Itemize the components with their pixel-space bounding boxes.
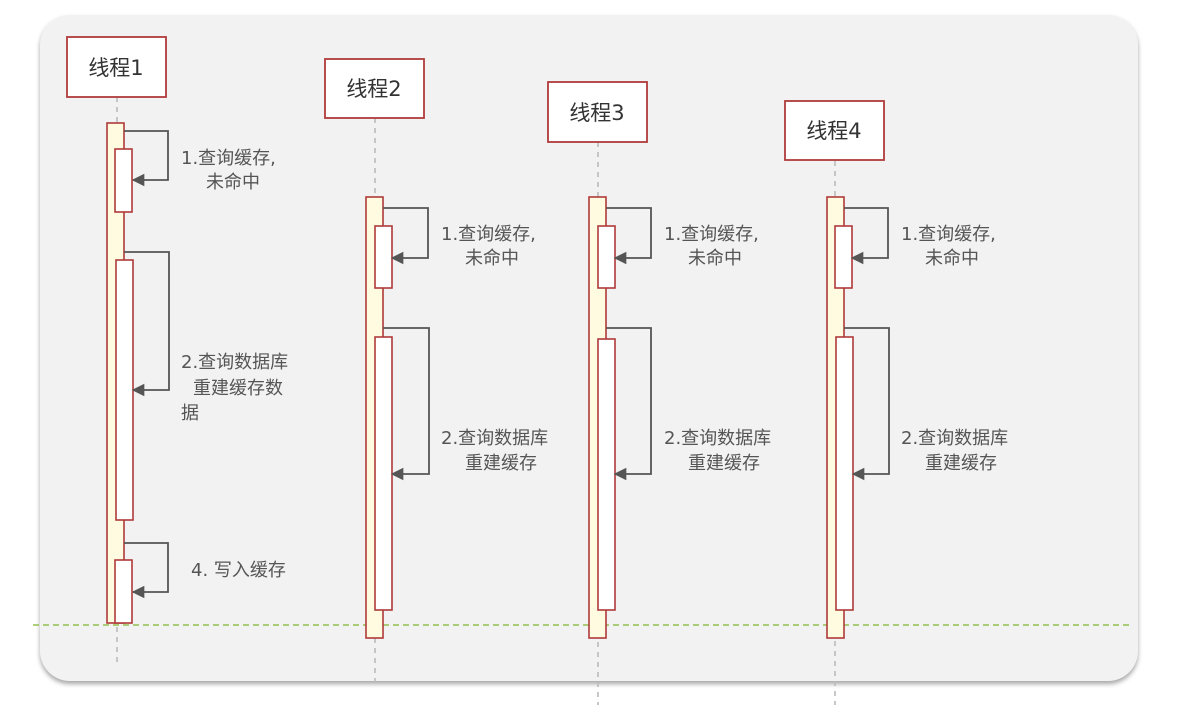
activation-query-cache-4 bbox=[834, 225, 853, 289]
step-label: 1.查询缓存, bbox=[181, 148, 276, 169]
self-message-query-db-3 bbox=[606, 327, 652, 481]
step-label: 1.查询缓存, bbox=[901, 224, 996, 245]
thread-3-label: 线程3 bbox=[569, 101, 624, 125]
thread-3: 线程3 1.查询缓存, 未命中 2.查询数据库 重建缓存 bbox=[547, 81, 771, 705]
self-message-write-cache-1 bbox=[124, 542, 169, 599]
step-label: 据 bbox=[181, 403, 199, 424]
step-label: 1.查询缓存, bbox=[664, 224, 759, 245]
thread-2-label: 线程2 bbox=[346, 77, 401, 101]
step-label: 重建缓存 bbox=[688, 453, 760, 474]
thread-1-label: 线程1 bbox=[88, 56, 143, 80]
activation-write-cache-1 bbox=[114, 559, 133, 624]
thread-1-box bbox=[66, 36, 167, 98]
thread-2-box bbox=[324, 58, 425, 119]
self-message-query-db-1 bbox=[124, 251, 170, 397]
activation-query-cache-1 bbox=[114, 148, 133, 213]
activation-query-cache-3 bbox=[597, 225, 616, 289]
thread-4-box bbox=[784, 100, 885, 161]
activation-query-db-4 bbox=[835, 336, 854, 611]
self-message-query-cache-2 bbox=[383, 207, 429, 265]
self-message-query-cache-3 bbox=[606, 207, 652, 265]
thread-4: 线程4 1.查询缓存, 未命中 2.查询数据库 重建缓存 bbox=[784, 100, 1008, 705]
activation-query-db-1 bbox=[115, 259, 134, 521]
thread-1: 线程1 1.查询缓存, 未命中 2.查询数据库 重建缓存数 据 4. 写入缓存 bbox=[66, 36, 288, 665]
step-label: 未命中 bbox=[465, 248, 519, 269]
step-label: 重建缓存 bbox=[465, 453, 537, 474]
step-label: 未命中 bbox=[688, 248, 742, 269]
self-message-query-cache-4 bbox=[844, 207, 889, 265]
step-label: 4. 写入缓存 bbox=[191, 560, 286, 581]
self-message-query-cache-1 bbox=[124, 130, 169, 187]
step-label: 未命中 bbox=[206, 172, 260, 193]
activation-query-db-2 bbox=[374, 336, 393, 611]
self-message-query-db-4 bbox=[844, 327, 890, 481]
step-label: 1.查询缓存, bbox=[441, 224, 536, 245]
activation-query-cache-2 bbox=[374, 225, 393, 289]
thread-4-label: 线程4 bbox=[806, 119, 861, 143]
step-label: 重建缓存 bbox=[925, 453, 997, 474]
step-label: 2.查询数据库 bbox=[664, 428, 771, 449]
step-label: 2.查询数据库 bbox=[901, 428, 1008, 449]
step-label: 2.查询数据库 bbox=[181, 352, 288, 373]
step-label: 2.查询数据库 bbox=[441, 428, 548, 449]
thread-2: 线程2 1.查询缓存, 未命中 2.查询数据库 重建缓存 bbox=[324, 58, 548, 685]
thread-3-box bbox=[547, 81, 648, 143]
activation-query-db-3 bbox=[597, 338, 616, 611]
self-message-query-db-2 bbox=[383, 327, 430, 481]
step-label: 未命中 bbox=[925, 248, 979, 269]
step-label: 重建缓存数 bbox=[193, 378, 283, 399]
